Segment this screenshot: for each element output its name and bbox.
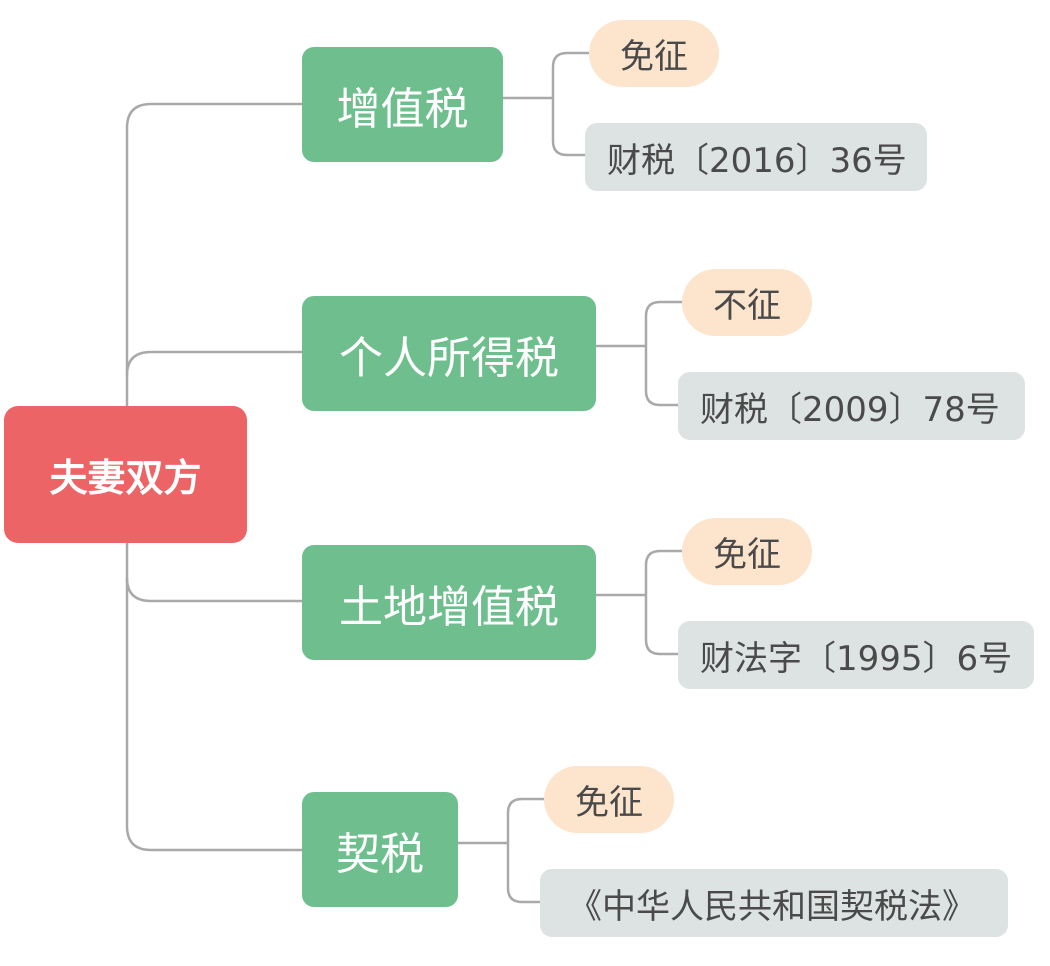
branch-3-category-node[interactable]: 土地增值税 <box>302 545 596 660</box>
branch-4-reference-label: 《中华人民共和国契税法》 <box>568 886 976 927</box>
branch-3-category-label: 土地增值税 <box>339 581 559 633</box>
branch-2-reference-node[interactable]: 财税〔2009〕78号 <box>678 372 1025 440</box>
branch-2-reference-label: 财税〔2009〕78号 <box>700 389 1000 430</box>
branch-1-reference-label: 财税〔2016〕36号 <box>607 140 907 181</box>
branch-2-to-ref-line <box>644 346 678 407</box>
branch-4-to-status-line <box>506 797 544 843</box>
branch-1-to-status-line <box>551 51 589 98</box>
branch-1-status-pill[interactable]: 免征 <box>589 20 719 87</box>
branch-1-to-ref-line <box>551 98 585 157</box>
branch-1-category-label: 增值税 <box>336 83 469 135</box>
root-to-branch-3-line <box>125 577 302 603</box>
branch-3-to-ref-line <box>644 595 678 656</box>
branch-4-category-label: 契税 <box>336 828 424 880</box>
branch-4-to-ref-line <box>506 843 540 904</box>
branch-3-status-pill[interactable]: 免征 <box>682 518 812 585</box>
root-trunk-lower-line <box>125 543 302 852</box>
branch-2-status-pill[interactable]: 不征 <box>682 269 812 336</box>
root-node[interactable]: 夫妻双方 <box>4 406 247 543</box>
branch-3-to-status-line <box>644 549 682 595</box>
root-to-branch-2-line <box>125 350 302 376</box>
branch-2-status-label: 不征 <box>713 286 781 326</box>
root-trunk-line <box>125 102 302 406</box>
branch-1-category-node[interactable]: 增值税 <box>302 47 503 162</box>
branch-2-to-status-line <box>644 300 682 346</box>
root-label: 夫妻双方 <box>49 456 202 500</box>
branch-4-status-pill[interactable]: 免征 <box>544 766 674 833</box>
branch-2-category-label: 个人所得税 <box>339 332 559 384</box>
branch-4-reference-node[interactable]: 《中华人民共和国契税法》 <box>540 869 1008 937</box>
branch-4-category-node[interactable]: 契税 <box>302 792 458 907</box>
branch-3-reference-node[interactable]: 财法字〔1995〕6号 <box>678 621 1034 689</box>
branch-1-status-label: 免征 <box>620 37 688 77</box>
branch-2-category-node[interactable]: 个人所得税 <box>302 296 596 411</box>
branch-3-status-label: 免征 <box>713 535 781 575</box>
branch-3-reference-label: 财法字〔1995〕6号 <box>700 638 1013 679</box>
branch-1-reference-node[interactable]: 财税〔2016〕36号 <box>585 123 927 191</box>
branch-4-status-label: 免征 <box>575 783 643 823</box>
